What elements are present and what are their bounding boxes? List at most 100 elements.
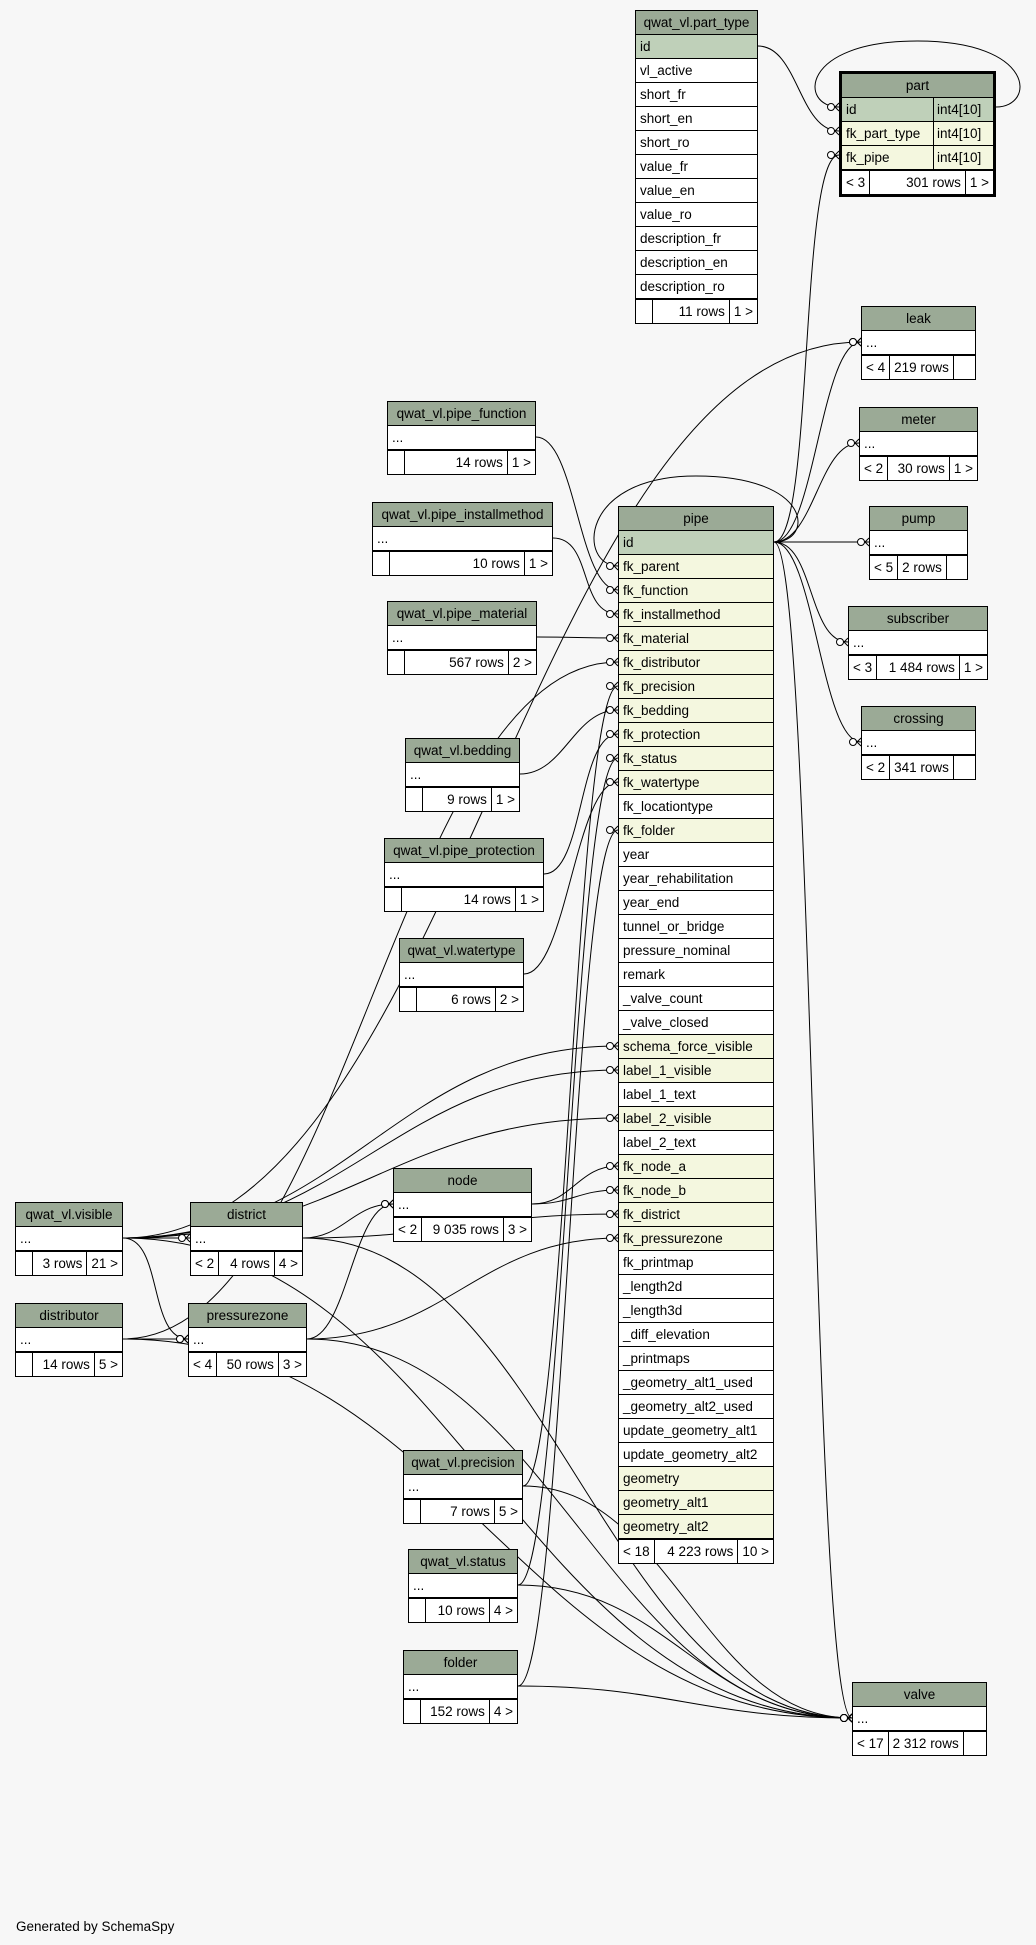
table-parents-count[interactable] <box>404 1700 420 1723</box>
table-parents-count[interactable] <box>388 451 404 474</box>
column-row[interactable]: tunnel_or_bridge <box>619 915 773 939</box>
table-parents-count[interactable] <box>406 788 422 811</box>
column-row[interactable]: fk_protection <box>619 723 773 747</box>
column-row[interactable]: _length2d <box>619 1275 773 1299</box>
column-row[interactable]: id <box>636 35 757 59</box>
column-row[interactable]: remark <box>619 963 773 987</box>
table-title[interactable]: qwat_vl.visible <box>16 1203 122 1227</box>
column-row[interactable]: ... <box>394 1193 531 1217</box>
column-row[interactable]: _valve_closed <box>619 1011 773 1035</box>
column-row[interactable]: _geometry_alt2_used <box>619 1395 773 1419</box>
column-row[interactable]: fk_installmethod <box>619 603 773 627</box>
column-row[interactable]: year <box>619 843 773 867</box>
table-title[interactable]: distributor <box>16 1304 122 1328</box>
column-row[interactable]: ... <box>870 531 967 555</box>
column-row[interactable]: label_1_visible <box>619 1059 773 1083</box>
column-row[interactable]: fk_watertype <box>619 771 773 795</box>
column-row[interactable]: fk_function <box>619 579 773 603</box>
table-title[interactable]: folder <box>404 1651 517 1675</box>
column-row[interactable]: ... <box>849 631 987 655</box>
column-row[interactable]: ... <box>16 1227 122 1251</box>
column-row[interactable]: ... <box>862 331 975 355</box>
column-row[interactable]: ... <box>860 432 977 456</box>
table-children-count[interactable]: 3 > <box>277 1353 306 1376</box>
column-row[interactable]: ... <box>406 763 519 787</box>
column-row[interactable]: fk_node_b <box>619 1179 773 1203</box>
table-children-count[interactable]: 21 > <box>86 1252 122 1275</box>
table-children-count[interactable]: 2 > <box>507 651 536 674</box>
table-children-count[interactable]: 1 > <box>958 656 987 679</box>
table-title[interactable]: pipe <box>619 507 773 531</box>
table-title[interactable]: pump <box>870 507 967 531</box>
table-title[interactable]: qwat_vl.status <box>409 1550 517 1574</box>
column-row[interactable]: ... <box>404 1675 517 1699</box>
column-row[interactable]: _valve_count <box>619 987 773 1011</box>
table-title[interactable]: leak <box>862 307 975 331</box>
table-children-count[interactable]: 1 > <box>523 552 552 575</box>
column-row[interactable]: ... <box>373 527 552 551</box>
column-row[interactable]: fk_bedding <box>619 699 773 723</box>
column-row[interactable]: fk_pressurezone <box>619 1227 773 1251</box>
column-row[interactable]: update_geometry_alt1 <box>619 1419 773 1443</box>
table-children-count[interactable]: 1 > <box>964 171 993 194</box>
table-title[interactable]: qwat_vl.precision <box>404 1451 522 1475</box>
column-row[interactable]: _diff_elevation <box>619 1323 773 1347</box>
table-children-count[interactable]: 3 > <box>502 1218 531 1241</box>
column-row[interactable]: label_2_visible <box>619 1107 773 1131</box>
column-row[interactable]: pressure_nominal <box>619 939 773 963</box>
column-row[interactable]: description_fr <box>636 227 757 251</box>
column-row[interactable]: fk_printmap <box>619 1251 773 1275</box>
column-row[interactable]: geometry_alt2 <box>619 1515 773 1539</box>
table-title[interactable]: qwat_vl.pipe_function <box>388 402 535 426</box>
table-children-count[interactable]: 4 > <box>488 1700 517 1723</box>
column-row[interactable]: geometry <box>619 1467 773 1491</box>
table-children-count[interactable] <box>952 356 977 379</box>
table-title[interactable]: qwat_vl.bedding <box>406 739 519 763</box>
table-parents-count[interactable]: < 3 <box>846 175 866 190</box>
table-parents-count[interactable]: < 2 <box>866 760 886 775</box>
table-parents-count[interactable] <box>16 1252 32 1275</box>
table-title[interactable]: node <box>394 1169 531 1193</box>
table-title[interactable]: district <box>191 1203 302 1227</box>
column-row[interactable]: label_2_text <box>619 1131 773 1155</box>
column-row[interactable]: fk_distributor <box>619 651 773 675</box>
table-parents-count[interactable] <box>373 552 389 575</box>
column-row[interactable]: _length3d <box>619 1299 773 1323</box>
table-parents-count[interactable] <box>409 1599 425 1622</box>
column-row[interactable]: year_rehabilitation <box>619 867 773 891</box>
table-parents-count[interactable]: < 3 <box>853 660 873 675</box>
table-parents-count[interactable]: < 4 <box>866 360 886 375</box>
table-title[interactable]: valve <box>853 1683 986 1707</box>
table-title[interactable]: qwat_vl.part_type <box>636 11 757 35</box>
column-row[interactable]: ... <box>191 1227 302 1251</box>
column-row[interactable]: short_ro <box>636 131 757 155</box>
table-title[interactable]: qwat_vl.pipe_protection <box>385 839 543 863</box>
table-title[interactable]: part <box>842 74 993 98</box>
column-row[interactable]: geometry_alt1 <box>619 1491 773 1515</box>
column-row[interactable]: ... <box>385 863 543 887</box>
column-row[interactable]: ... <box>853 1707 986 1731</box>
column-row[interactable]: schema_force_visible <box>619 1035 773 1059</box>
column-row[interactable]: ... <box>388 426 535 450</box>
table-parents-count[interactable] <box>388 651 404 674</box>
column-row[interactable]: update_geometry_alt2 <box>619 1443 773 1467</box>
column-row[interactable]: id <box>619 531 773 555</box>
table-parents-count[interactable] <box>16 1353 32 1376</box>
table-parents-count[interactable] <box>385 888 401 911</box>
table-children-count[interactable]: 1 > <box>728 300 757 323</box>
column-row[interactable]: ... <box>388 626 536 650</box>
